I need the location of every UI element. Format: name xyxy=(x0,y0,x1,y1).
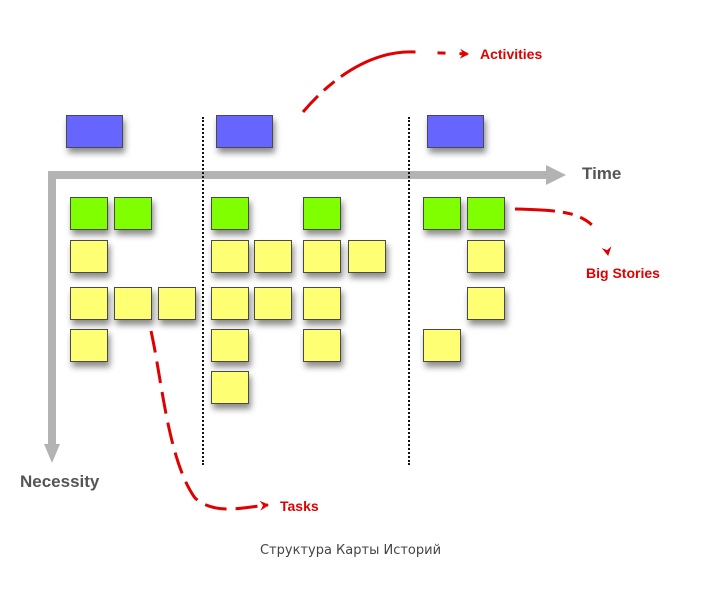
task-card xyxy=(254,287,292,320)
task-card xyxy=(211,287,249,320)
big-story-card xyxy=(467,197,505,230)
task-card xyxy=(303,240,341,273)
task-card xyxy=(70,240,108,273)
activity-card xyxy=(66,115,123,148)
necessity-axis-label: Necessity xyxy=(20,472,100,491)
activities-annotation: Activities xyxy=(480,46,543,62)
task-card xyxy=(70,329,108,362)
task-card xyxy=(114,287,152,320)
task-card xyxy=(158,287,196,320)
big-story-card xyxy=(211,197,249,230)
task-card xyxy=(303,329,341,362)
tasks-annotation: Tasks xyxy=(280,498,319,514)
task-card xyxy=(211,240,249,273)
task-card xyxy=(211,329,249,362)
activity-card xyxy=(427,115,484,148)
big-story-card xyxy=(303,197,341,230)
activity-card xyxy=(216,115,273,148)
time-axis-arrow xyxy=(48,165,566,185)
big-story-card xyxy=(423,197,461,230)
task-card xyxy=(254,240,292,273)
column-divider xyxy=(408,117,410,465)
task-card xyxy=(211,371,249,404)
task-card xyxy=(467,240,505,273)
big-stories-annotation: Big Stories xyxy=(586,265,660,281)
big-stories-pointer-arrow xyxy=(514,207,612,256)
big-story-card xyxy=(70,197,108,230)
necessity-axis-arrow xyxy=(44,171,60,463)
activities-pointer-arrow xyxy=(301,48,469,113)
figure-caption: Структура Карты Историй xyxy=(259,543,442,558)
task-card xyxy=(303,287,341,320)
task-card xyxy=(70,287,108,320)
task-card xyxy=(348,240,386,273)
time-axis-label: Time xyxy=(582,164,622,183)
task-card xyxy=(467,287,505,320)
tasks-pointer-arrow xyxy=(149,330,269,511)
big-story-card xyxy=(114,197,152,230)
column-divider xyxy=(202,117,204,465)
task-card xyxy=(423,329,461,362)
